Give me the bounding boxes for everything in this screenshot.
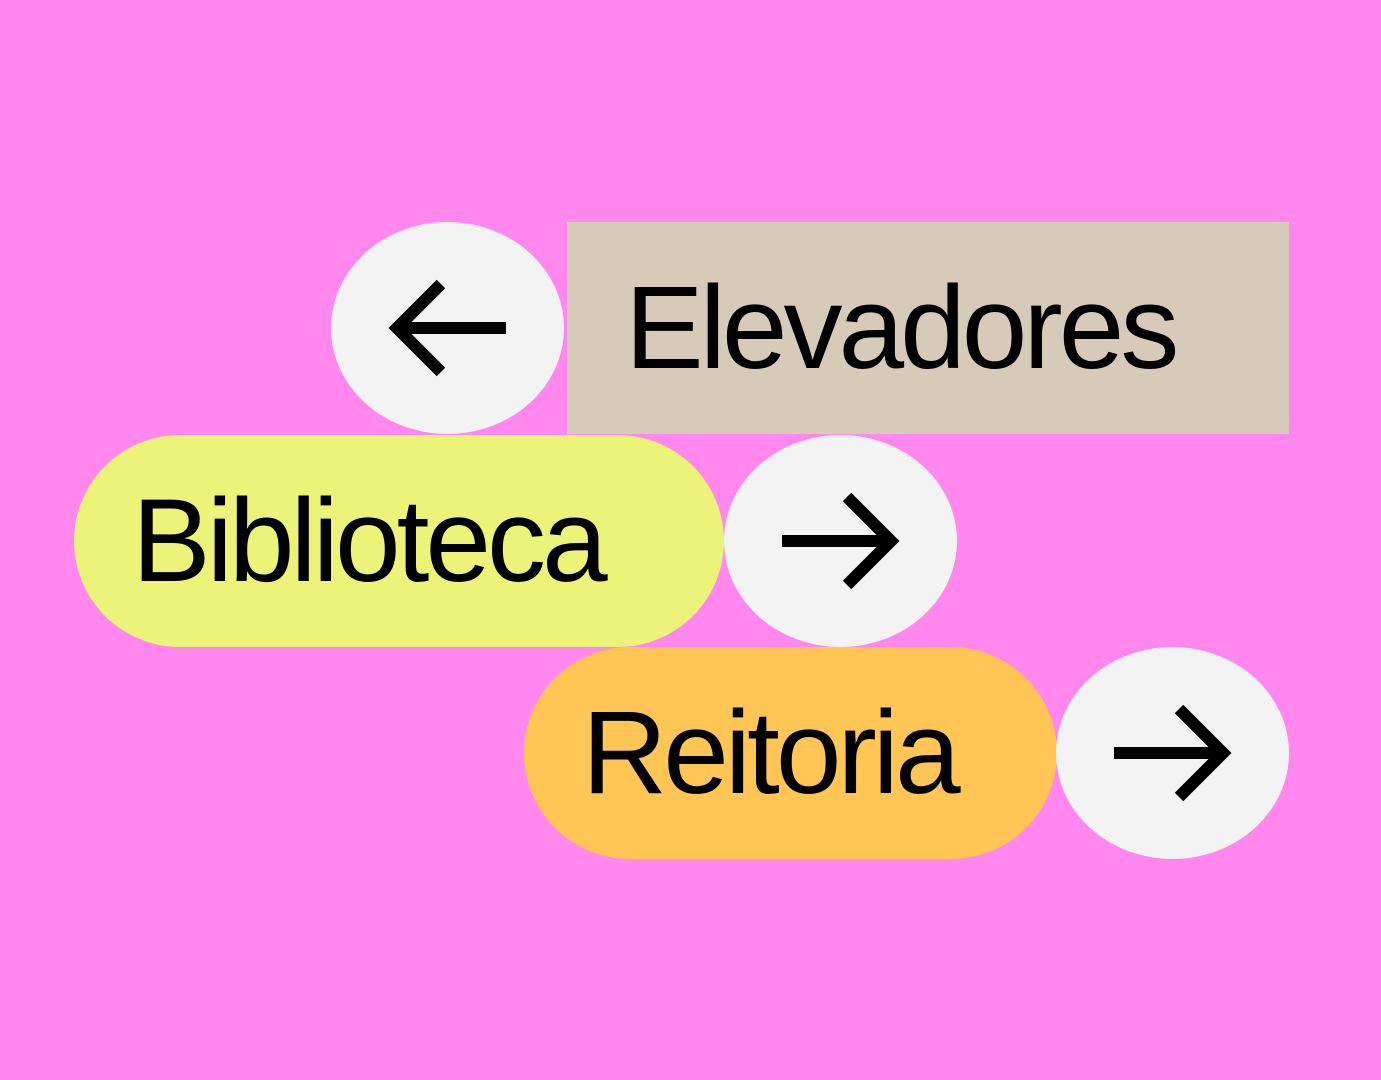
arrow-right-icon xyxy=(782,492,900,590)
elevadores-arrow-button[interactable] xyxy=(331,222,564,434)
biblioteca-sign[interactable]: Biblioteca xyxy=(74,435,724,647)
biblioteca-label: Biblioteca xyxy=(132,475,608,607)
biblioteca-arrow-button[interactable] xyxy=(724,435,957,647)
elevadores-label: Elevadores xyxy=(625,262,1179,394)
reitoria-sign[interactable]: Reitoria xyxy=(524,647,1057,859)
reitoria-label: Reitoria xyxy=(582,687,961,819)
reitoria-arrow-button[interactable] xyxy=(1056,647,1289,859)
elevadores-sign[interactable]: Elevadores xyxy=(567,222,1289,434)
arrow-right-icon xyxy=(1114,704,1232,802)
arrow-left-icon xyxy=(388,279,506,377)
